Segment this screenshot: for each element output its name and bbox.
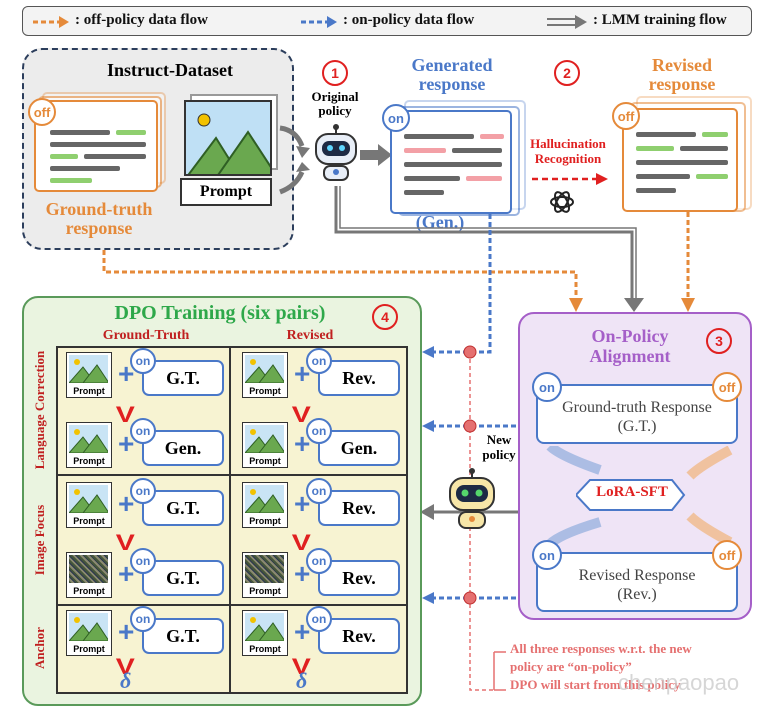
off-badge: off	[712, 372, 742, 402]
watermark: chenpaopao	[618, 670, 740, 695]
prompt-thumbnail: Prompt	[66, 610, 112, 656]
gen-caption: (Gen.)	[415, 212, 465, 232]
revised-response-card	[622, 108, 738, 212]
original-policy-robot-icon	[315, 124, 357, 181]
prompt-image-icon	[184, 100, 272, 176]
prompt-thumbnail: Prompt	[242, 482, 288, 528]
prompt-label: Prompt	[180, 178, 272, 206]
column-ground-truth: Ground-Truth	[102, 328, 190, 343]
dpo-grid-row-divider	[56, 604, 408, 606]
dpo-grid-row-divider	[56, 474, 408, 476]
on-badge: on	[382, 104, 410, 132]
row-language-correction: Language Correction	[32, 350, 47, 470]
off-badge: off	[712, 540, 742, 570]
delta-symbol: δ	[296, 668, 308, 693]
off-policy-arrow-icon	[33, 16, 69, 28]
revised-title: Revised response	[648, 55, 716, 94]
on-policy-arrow-icon	[301, 16, 337, 28]
step-2-marker: 2	[554, 60, 580, 86]
on-badge: on	[532, 540, 562, 570]
noisy-prompt-thumbnail: Prompt	[242, 552, 288, 598]
prompt-thumbnail: Prompt	[242, 610, 288, 656]
hallucination-label: Hallucination Recognition	[530, 136, 606, 166]
row-image-focus: Image Focus	[32, 504, 47, 576]
step-1-marker: 1	[322, 60, 348, 86]
alignment-title: On-Policy Alignment	[589, 326, 671, 366]
new-policy-robot-icon	[449, 468, 495, 529]
training-arrow-icon	[547, 15, 587, 29]
preferred-marker: V	[291, 402, 311, 427]
lora-sft-box	[576, 479, 686, 511]
legend-on-policy: : on-policy data flow	[343, 12, 475, 28]
original-policy-label: Original policy	[311, 89, 359, 118]
instruct-dataset-title: Instruct-Dataset	[107, 60, 233, 80]
ground-truth-caption: Ground-truth response	[45, 199, 153, 238]
preferred-marker: V	[115, 654, 135, 679]
policy-to-generated-arrow-icon	[360, 144, 392, 166]
dpo-title: DPO Training (six pairs)	[114, 302, 326, 324]
prompt-thumbnail: Prompt	[66, 422, 112, 468]
delta-symbol: δ	[120, 668, 132, 693]
gt-response-box-alignment: Ground-truth Response (G.T.)	[536, 384, 738, 444]
openai-icon	[550, 191, 574, 213]
noisy-prompt-thumbnail: Prompt	[66, 552, 112, 598]
off-badge: off	[612, 102, 640, 130]
preferred-marker: V	[291, 530, 311, 555]
prompt-thumbnail: Prompt	[66, 482, 112, 528]
lora-sft-arrows-icon	[546, 446, 733, 546]
generated-title: Generated response	[411, 55, 493, 94]
legend-training: : LMM training flow	[593, 12, 727, 28]
dpo-grid-divider	[229, 346, 231, 694]
column-revised: Revised	[286, 328, 334, 343]
rev-response-box-alignment: Revised Response (Rev.)	[536, 552, 738, 612]
preferred-marker: V	[115, 530, 135, 555]
new-policy-label: New policy	[482, 432, 516, 462]
off-badge: off	[28, 98, 56, 126]
on-badge: on	[532, 372, 562, 402]
prompt-thumbnail: Prompt	[242, 422, 288, 468]
generated-response-card	[390, 110, 512, 214]
prompt-thumbnail: Prompt	[242, 352, 288, 398]
preferred-marker: V	[291, 654, 311, 679]
step-4-marker: 4	[372, 304, 398, 330]
policy-notes: All three responses w.r.t. the new polic…	[510, 641, 692, 692]
prompt-thumbnail: Prompt	[66, 352, 112, 398]
legend-off-policy: : off-policy data flow	[75, 12, 208, 28]
preferred-marker: V	[115, 402, 135, 427]
step-3-marker: 3	[706, 328, 732, 354]
training-arrows-icon	[279, 125, 310, 195]
legend: : off-policy data flow : on-policy data …	[22, 6, 752, 36]
hallucination-arrow-icon	[532, 173, 608, 185]
lora-sft-label: LoRA-SFT	[596, 484, 668, 500]
row-anchor: Anchor	[32, 627, 47, 669]
